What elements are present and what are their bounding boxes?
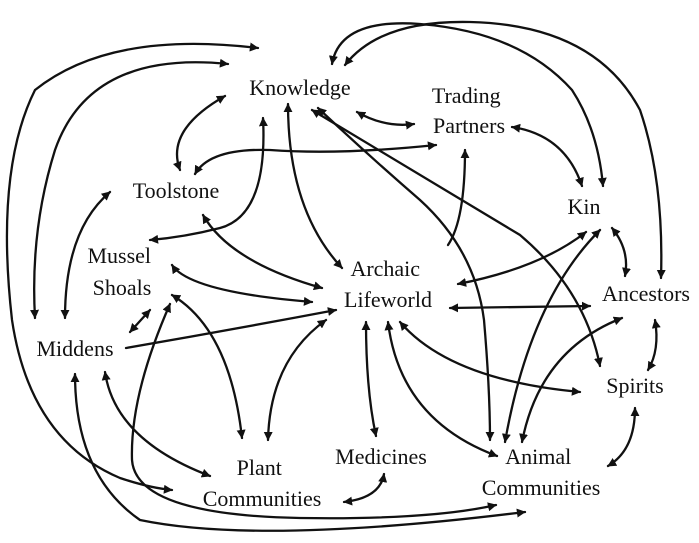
edge-toolstone-archaic-lifeworld: [201, 213, 324, 291]
edge-knowledge-middens: [30, 58, 230, 320]
edge-knowledge-trading-partners: [355, 110, 416, 130]
node-toolstone: Toolstone: [133, 178, 219, 203]
node-ancestors: Ancestors: [602, 281, 690, 306]
edge-trading-partners-archaic-lifeworld: [446, 148, 470, 247]
edge-knowledge-archaic-lifeworld: [283, 102, 344, 270]
edge-mussel-shoals-middens: [128, 308, 152, 334]
edge-spirits-animal-communities: [606, 406, 640, 468]
edge-archaic-lifeworld-medicines: [361, 320, 379, 438]
node-middens: Middens: [37, 336, 114, 361]
node-medicines: Medicines: [335, 444, 427, 469]
edge-archaic-lifeworld-spirits: [398, 320, 582, 396]
edges: [5, 20, 666, 532]
edge-archaic-lifeworld-plant-communities: [263, 318, 328, 442]
node-archaic-lifeworld-line-2: Lifeworld: [344, 287, 432, 312]
node-archaic-lifeworld: Archaic Lifeworld: [344, 256, 432, 312]
node-trading-partners-line-1: Trading: [432, 83, 501, 108]
edge-ancestors-animal-communities: [519, 316, 624, 444]
node-archaic-lifeworld-line-1: Archaic: [350, 256, 420, 281]
node-plant-communities-line-2: Communities: [203, 486, 322, 511]
edge-middens-animal-communities: [70, 372, 527, 532]
edge-trading-partners-toolstone: [193, 141, 438, 176]
node-trading-partners: Trading Partners: [432, 83, 506, 138]
node-animal-communities: Animal Communities: [482, 444, 601, 500]
edge-knowledge-toolstone: [172, 94, 227, 172]
node-spirits: Spirits: [606, 373, 663, 398]
edge-middens-archaic-lifeworld: [124, 307, 338, 350]
node-animal-communities-line-1: Animal: [505, 444, 571, 469]
node-kin: Kin: [568, 194, 601, 219]
edge-knowledge-spirits: [310, 108, 603, 368]
edge-mussel-shoals-plant-communities: [170, 293, 246, 440]
node-plant-communities: Plant Communities: [203, 455, 322, 511]
edge-medicines-plant-communities: [342, 472, 388, 506]
edge-mussel-shoals-archaic-lifeworld: [170, 263, 314, 306]
edge-trading-partners-kin: [510, 123, 584, 188]
edge-kin-ancestors: [610, 226, 631, 278]
edge-archaic-lifeworld-kin: [456, 230, 588, 287]
edge-knowledge-ancestors: [343, 20, 666, 280]
edge-ancestors-spirits: [646, 318, 661, 372]
node-mussel-shoals: Mussel Shoals: [87, 243, 156, 300]
node-animal-communities-line-2: Communities: [482, 475, 601, 500]
edge-archaic-lifeworld-animal-communities: [384, 320, 499, 458]
nodes: Knowledge Trading Partners Toolstone Kin…: [37, 75, 690, 511]
node-mussel-shoals-line-2: Shoals: [93, 275, 152, 300]
edge-middens-plant-communities: [101, 370, 212, 478]
edge-toolstone-middens: [60, 190, 112, 320]
edge-archaic-lifeworld-ancestors: [448, 301, 592, 313]
node-knowledge: Knowledge: [249, 75, 350, 100]
node-trading-partners-line-2: Partners: [433, 113, 505, 138]
node-plant-communities-line-1: Plant: [237, 455, 282, 480]
node-mussel-shoals-line-1: Mussel: [87, 243, 151, 268]
